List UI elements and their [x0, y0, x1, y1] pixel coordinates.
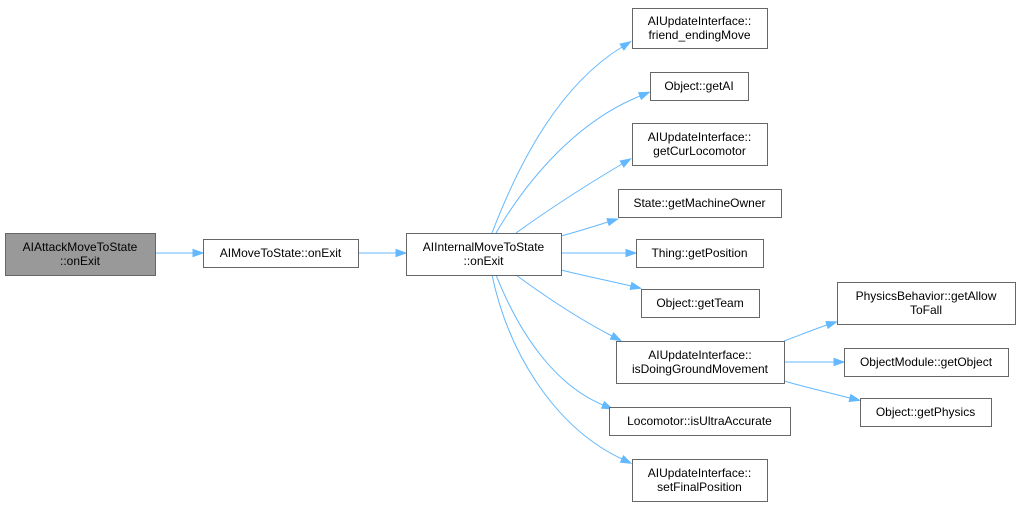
edge-line [495, 274, 604, 406]
node-box [636, 239, 764, 268]
call-edge [560, 218, 619, 237]
node-label: friend_endingMove [648, 28, 750, 42]
call-nodes: AIAttackMoveToState::onExit AIMoveToState… [5, 8, 1016, 502]
node-label: ::onExit [463, 254, 504, 268]
call-edge [560, 269, 643, 290]
call-edge [783, 380, 862, 402]
function-node[interactable]: Object::getAI [650, 72, 749, 101]
node-label: setFinalPosition [657, 480, 742, 494]
node-box [632, 459, 768, 502]
function-node[interactable]: AIUpdateInterface::friend_endingMove [632, 8, 768, 49]
node-label: AIUpdateInterface:: [648, 14, 751, 28]
edge-line [491, 46, 623, 234]
node-label: Object::getTeam [656, 296, 743, 310]
node-label: ObjectModule::getObject [860, 355, 993, 369]
node-box [837, 282, 1016, 325]
call-edge [783, 321, 838, 342]
call-edge [515, 158, 632, 234]
edge-line [560, 221, 609, 237]
node-label: Object::getAI [664, 79, 733, 93]
edge-arrowhead [629, 281, 643, 290]
node-label: AIMoveToState::onExit [220, 246, 342, 260]
edge-arrowhead [619, 158, 632, 168]
edge-arrowhead [609, 332, 623, 342]
function-node[interactable]: AIUpdateInterface::setFinalPosition [632, 459, 768, 502]
node-label: ::onExit [60, 254, 101, 268]
call-edge [784, 357, 846, 367]
node-label: AIAttackMoveToState [23, 240, 138, 254]
node-label: AIUpdateInterface:: [648, 348, 751, 362]
edge-line [515, 163, 623, 234]
call-edge [358, 248, 408, 258]
edge-arrowhead [619, 454, 633, 464]
edge-line [783, 324, 828, 342]
node-box [203, 239, 359, 268]
call-edge [491, 40, 632, 234]
node-box [641, 289, 760, 318]
edge-arrowhead [848, 393, 862, 402]
node-label: isDoingGroundMovement [632, 362, 769, 376]
node-box [406, 233, 562, 276]
call-edge [155, 248, 205, 258]
function-node[interactable]: Thing::getPosition [636, 239, 764, 268]
node-box [632, 123, 768, 166]
call-edge [515, 274, 623, 342]
node-box [616, 341, 785, 384]
node-label: Object::getPhysics [876, 405, 975, 419]
function-node[interactable]: State::getMachineOwner [618, 189, 782, 218]
call-edge [491, 274, 633, 464]
node-label: AIInternalMoveToState [423, 240, 545, 254]
edge-arrowhead [825, 321, 838, 330]
edge-arrowhead [833, 357, 846, 367]
node-box [844, 348, 1009, 377]
function-node[interactable]: Locomotor::isUltraAccurate [609, 407, 791, 436]
call-edge [561, 248, 638, 258]
function-node[interactable]: AIInternalMoveToState::onExit [406, 233, 562, 276]
edge-line [560, 269, 632, 287]
node-box [5, 233, 156, 276]
current-function-node[interactable]: AIAttackMoveToState::onExit [5, 233, 156, 276]
node-label: PhysicsBehavior::getAllow [856, 289, 997, 303]
function-node[interactable]: Object::getTeam [641, 289, 760, 318]
node-label: AIUpdateInterface:: [648, 130, 751, 144]
call-edges [155, 40, 862, 464]
node-box [609, 407, 791, 436]
edge-line [495, 95, 641, 234]
node-label: Thing::getPosition [651, 246, 747, 260]
function-node[interactable]: ObjectModule::getObject [844, 348, 1009, 377]
function-node[interactable]: AIUpdateInterface::getCurLocomotor [632, 123, 768, 166]
edge-arrowhead [192, 248, 205, 258]
edge-line [491, 274, 623, 460]
edge-line [783, 380, 851, 399]
edge-line [515, 274, 613, 337]
node-label: State::getMachineOwner [633, 196, 765, 210]
function-node[interactable]: AIMoveToState::onExit [203, 239, 359, 268]
node-box [632, 8, 768, 49]
edge-arrowhead [637, 91, 651, 101]
node-label: Locomotor::isUltraAccurate [627, 414, 772, 428]
node-label: ToFall [910, 303, 942, 317]
node-box [860, 398, 992, 427]
node-label: AIUpdateInterface:: [648, 466, 751, 480]
node-box [618, 189, 782, 218]
function-node[interactable]: AIUpdateInterface::isDoingGroundMovement [616, 341, 785, 384]
function-node[interactable]: Object::getPhysics [860, 398, 992, 427]
edge-arrowhead [606, 218, 619, 227]
edge-arrowhead [625, 248, 638, 258]
node-label: getCurLocomotor [653, 144, 746, 158]
edge-arrowhead [395, 248, 408, 258]
node-box [650, 72, 749, 101]
call-edge [495, 91, 651, 234]
edge-arrowhead [619, 40, 632, 51]
